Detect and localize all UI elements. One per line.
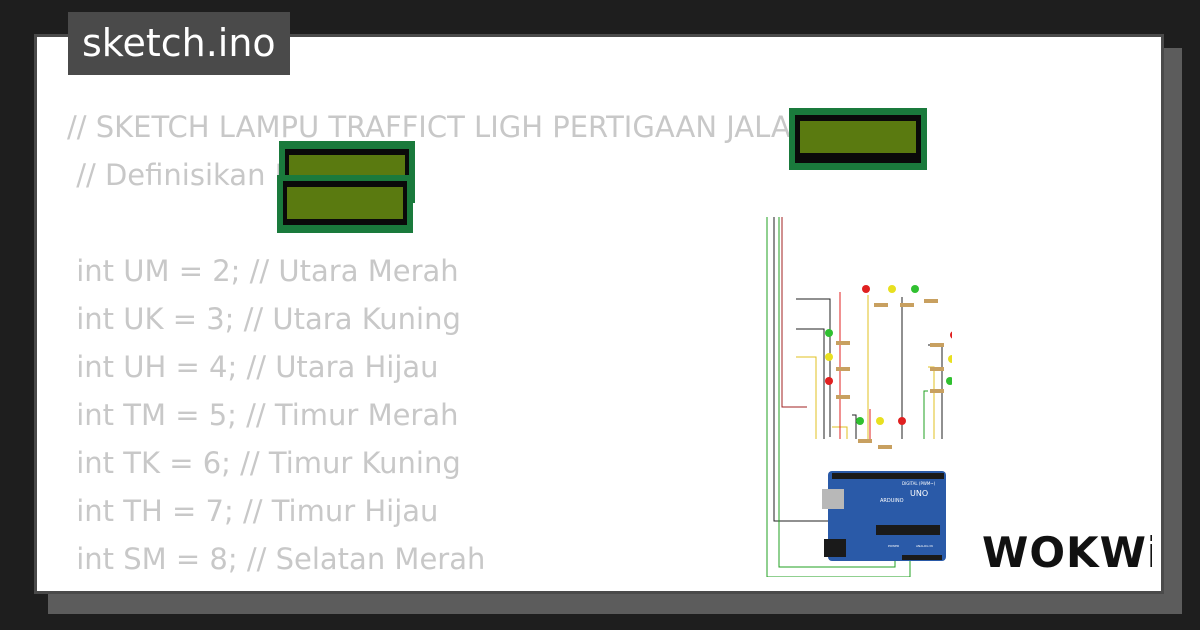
code-line: int UH = 4; // Utara Hijau	[67, 350, 439, 384]
resistor	[930, 367, 944, 371]
led-group-west	[825, 329, 850, 399]
wire	[928, 366, 935, 439]
arduino-board: DIGITAL (PWM~) UNO ARDUINO POWER ANALOG …	[822, 471, 946, 561]
code-line: int TH = 7; // Timur Hijau	[67, 494, 439, 528]
led-yellow	[876, 417, 884, 425]
arduino-power-label: POWER	[888, 544, 899, 548]
arduino-model-label: UNO	[910, 489, 928, 498]
led-red	[950, 331, 952, 339]
code-line: // Definisikan Pin LED	[67, 158, 384, 192]
wokwi-logo-text: WOKWi	[982, 528, 1152, 577]
led-yellow	[948, 355, 952, 363]
wire	[796, 298, 831, 437]
resistor	[836, 341, 850, 345]
wire	[832, 426, 848, 439]
code-line: int UM = 2; // Utara Merah	[67, 254, 459, 288]
wire	[796, 328, 825, 439]
resistor	[930, 343, 944, 347]
code-line: int UK = 3; // Utara Kuning	[67, 302, 461, 336]
code-line: int TK = 6; // Timur Kuning	[67, 446, 461, 480]
wire	[923, 390, 928, 439]
led-yellow	[825, 353, 833, 361]
led-green	[825, 329, 833, 337]
resistor	[878, 445, 892, 449]
wire	[781, 217, 807, 408]
resistor	[874, 303, 888, 307]
resistor	[836, 367, 850, 371]
resistor	[900, 303, 914, 307]
led-green	[911, 285, 919, 293]
led-group-north	[862, 285, 938, 307]
lcd-display	[277, 175, 413, 233]
code-line: int TM = 5; // Timur Merah	[67, 398, 459, 432]
wire	[852, 414, 857, 439]
led-red	[825, 377, 833, 385]
code-line: int SK = 9; // Selatan Kuning	[67, 583, 812, 591]
code-line: int SM = 8; // Selatan Merah	[67, 542, 486, 576]
wire	[796, 356, 817, 439]
led-red	[862, 285, 870, 293]
arduino-brand-label: ARDUINO	[880, 498, 904, 504]
lcd-display	[279, 141, 415, 203]
resistor	[858, 439, 872, 443]
arduino-analog-label: ANALOG IN	[916, 544, 933, 548]
resistor	[930, 389, 944, 393]
led-red	[898, 417, 906, 425]
code-line	[67, 199, 812, 247]
code-line: // SKETCH LAMPU TRAFFICT LIGH PERTIGAAN …	[67, 110, 813, 144]
arduino-header-label: DIGITAL (PWM~)	[902, 481, 936, 486]
led-group-east	[930, 331, 952, 393]
led-yellow	[888, 285, 896, 293]
resistor	[836, 395, 850, 399]
lcd-display	[789, 108, 927, 170]
led-group-south	[856, 417, 906, 449]
wokwi-logo: WOKWi	[982, 528, 1152, 577]
code-preview: // SKETCH LAMPU TRAFFICT LIGH PERTIGAAN …	[67, 103, 813, 591]
preview-card: // SKETCH LAMPU TRAFFICT LIGH PERTIGAAN …	[34, 34, 1164, 594]
led-green	[856, 417, 864, 425]
file-title-badge: sketch.ino	[68, 12, 290, 75]
circuit-diagram: DIGITAL (PWM~) UNO ARDUINO POWER ANALOG …	[766, 217, 952, 577]
resistor	[924, 299, 938, 303]
led-green	[946, 377, 952, 385]
